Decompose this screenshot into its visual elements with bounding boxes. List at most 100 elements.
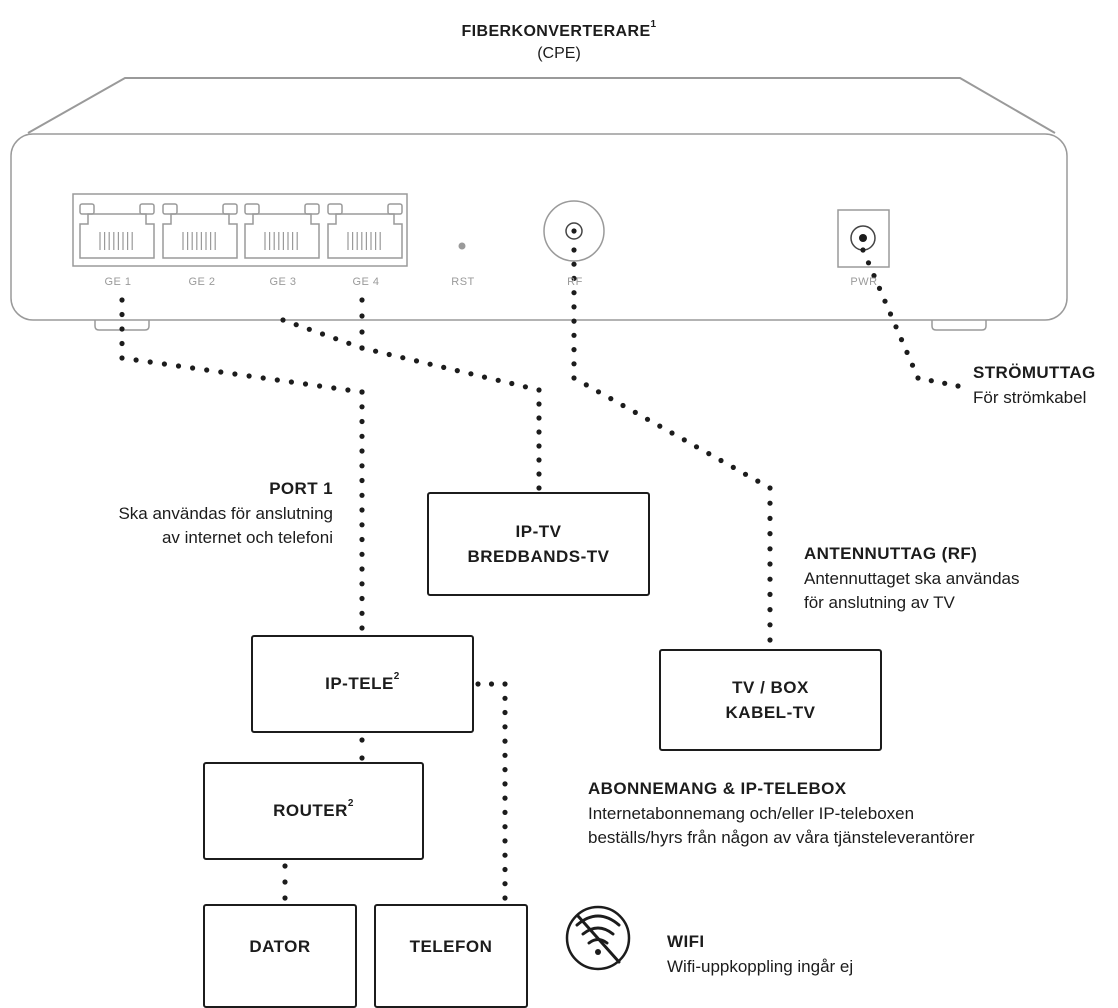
connector-dot bbox=[502, 738, 508, 744]
connector-dot bbox=[706, 451, 712, 457]
router-box-label: ROUTER2 bbox=[273, 798, 354, 824]
connector-dot bbox=[359, 404, 365, 410]
connector-dot bbox=[730, 464, 736, 470]
connector-dot bbox=[571, 304, 577, 310]
connector-dot bbox=[119, 311, 125, 318]
connector-dot bbox=[481, 374, 488, 380]
connector-dot bbox=[767, 607, 773, 613]
connector-dot bbox=[502, 767, 508, 773]
connector-dot bbox=[536, 443, 542, 449]
connector-dot bbox=[536, 429, 542, 435]
connector-dot bbox=[475, 681, 481, 687]
connector-dot bbox=[571, 375, 577, 381]
connector-dot bbox=[871, 273, 877, 279]
device-title: FIBERKONVERTERARE1 bbox=[0, 19, 1118, 43]
connector-dot bbox=[359, 737, 365, 743]
dator-box-label: DATOR bbox=[249, 937, 311, 956]
iptv-box: IP-TV BREDBANDS-TV bbox=[427, 492, 650, 596]
connector-dot bbox=[413, 358, 420, 364]
strom-annotation: STRÖMUTTAG För strömkabel bbox=[973, 361, 1118, 410]
connector-dot bbox=[359, 551, 365, 557]
antenn-heading: ANTENNUTTAG (RF) bbox=[804, 544, 978, 563]
connector-dot bbox=[860, 247, 866, 253]
ethernet-port-icon bbox=[162, 213, 238, 259]
connector-dot bbox=[319, 331, 326, 337]
device-title-text: FIBERKONVERTERARE bbox=[461, 23, 651, 40]
connector-dot bbox=[536, 415, 542, 421]
connector-dot bbox=[502, 809, 508, 816]
connector-dot bbox=[909, 362, 916, 368]
device-foot-right bbox=[931, 320, 987, 331]
connector-dot bbox=[400, 355, 406, 361]
connector-dot bbox=[887, 311, 894, 317]
connector-dot bbox=[502, 752, 508, 758]
iptele-box-footnote: 2 bbox=[393, 671, 400, 683]
ethernet-port-icon bbox=[79, 213, 155, 259]
connector-dot bbox=[767, 637, 773, 643]
connector-dot bbox=[595, 389, 602, 395]
connector-dot bbox=[955, 383, 961, 389]
rf-connector-ring bbox=[565, 222, 583, 240]
connector-dot bbox=[359, 345, 365, 351]
connector-dot bbox=[331, 385, 337, 391]
connector-dot bbox=[333, 336, 339, 342]
connector-dot bbox=[359, 566, 365, 572]
connector-dot bbox=[620, 402, 626, 409]
antenn-annotation: ANTENNUTTAG (RF) Antennuttaget ska använ… bbox=[804, 542, 1114, 616]
connector-dot bbox=[536, 457, 542, 463]
connector-dot bbox=[571, 347, 577, 353]
reset-pin-icon bbox=[458, 242, 466, 250]
iptele-box-text: IP-TELE bbox=[325, 674, 394, 694]
connector-dot bbox=[175, 363, 182, 369]
connector-dot bbox=[282, 863, 288, 869]
connector-dot bbox=[218, 369, 224, 375]
connector-dot bbox=[359, 492, 365, 498]
connector-dot bbox=[583, 382, 589, 388]
connector-dot bbox=[346, 340, 352, 346]
connector-dot bbox=[502, 852, 508, 858]
connector-dot bbox=[904, 349, 910, 355]
wifi-annotation: WIFI Wifi-uppkoppling ingår ej bbox=[667, 930, 927, 979]
connector-dot bbox=[718, 457, 724, 464]
connector-dot bbox=[161, 361, 167, 367]
connector-dot bbox=[767, 546, 773, 552]
ethernet-port-icon bbox=[244, 213, 320, 259]
connector-dot bbox=[282, 895, 288, 901]
connector-dot bbox=[288, 379, 294, 385]
connector-dot bbox=[657, 423, 663, 429]
port-label-ge2: GE 2 bbox=[188, 276, 216, 288]
connector-dot bbox=[522, 384, 529, 390]
connector-dot bbox=[190, 365, 196, 371]
connector-dot bbox=[359, 625, 365, 631]
connector-dot bbox=[232, 371, 238, 377]
connector-dot bbox=[898, 337, 905, 343]
wifi-text: Wifi-uppkoppling ingår ej bbox=[667, 956, 854, 976]
connector-dot bbox=[488, 681, 495, 687]
wifi-heading: WIFI bbox=[667, 932, 705, 951]
port-label-pwr: PWR bbox=[850, 276, 878, 288]
iptele-box: IP-TELE2 bbox=[251, 635, 474, 733]
connector-dot bbox=[502, 709, 508, 716]
rf-connector-icon bbox=[543, 200, 605, 262]
connector-dot bbox=[915, 375, 921, 381]
connector-dot bbox=[302, 381, 309, 387]
telefon-box: TELEFON bbox=[374, 904, 528, 1008]
connector-dot bbox=[502, 724, 508, 730]
ethernet-port-led bbox=[79, 203, 95, 215]
device-body bbox=[10, 133, 1068, 321]
connector-dot bbox=[282, 879, 288, 885]
device-lid-outline bbox=[27, 77, 1056, 134]
telefon-box-label: TELEFON bbox=[409, 937, 493, 956]
connector-dot bbox=[571, 247, 577, 253]
connector-dot bbox=[502, 695, 508, 701]
connector-dot bbox=[681, 437, 687, 443]
connector-dot bbox=[359, 418, 365, 425]
connector-dot bbox=[147, 359, 153, 365]
ethernet-ports bbox=[79, 203, 403, 259]
connector-dot bbox=[502, 838, 508, 844]
connector-dot bbox=[359, 433, 365, 439]
connector-dot bbox=[742, 471, 749, 477]
connector-dot bbox=[345, 387, 351, 393]
abonnemang-annotation: ABONNEMANG & IP-TELEBOX Internetabonnema… bbox=[588, 777, 1108, 851]
connector-dot bbox=[502, 795, 508, 801]
